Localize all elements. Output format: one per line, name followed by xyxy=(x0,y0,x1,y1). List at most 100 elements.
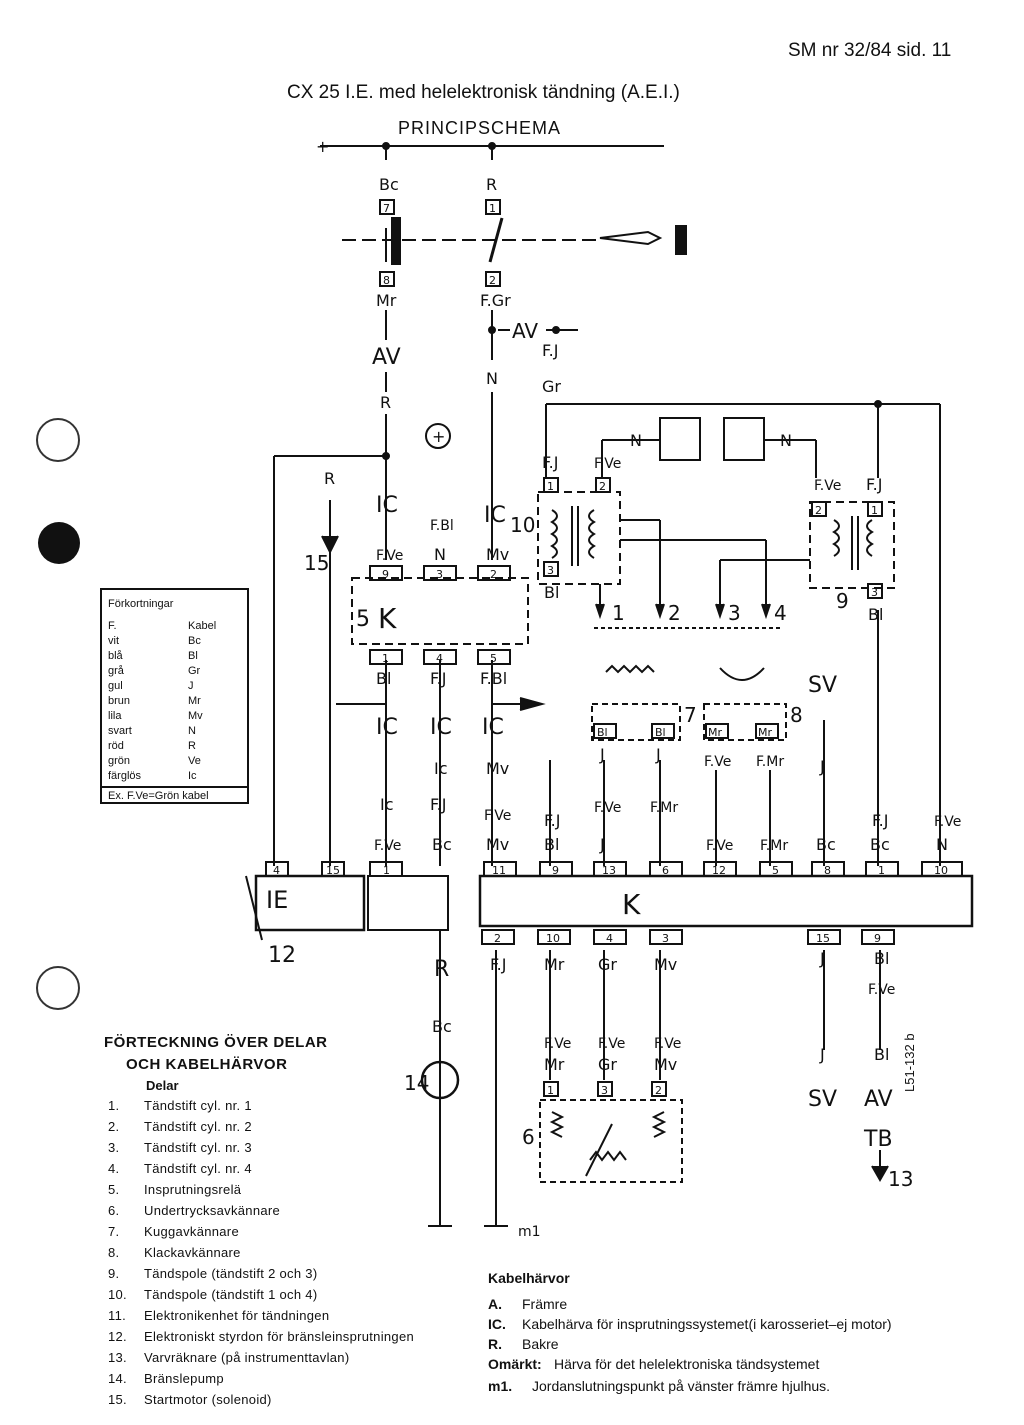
part-number: 10. xyxy=(108,1287,127,1302)
label-fj7: F.J xyxy=(872,811,888,830)
label-c13: 13 xyxy=(602,864,616,877)
label-fbl: F.Bl xyxy=(430,518,454,534)
abbr-code: J xyxy=(188,680,194,692)
abbr-code: Bl xyxy=(188,650,198,662)
label-ic4: IC xyxy=(482,715,504,740)
label-c7: 7 xyxy=(383,202,390,215)
label-av3: AV xyxy=(864,1087,893,1112)
label-c1e: 1 xyxy=(871,504,878,517)
label-bl7: Bl xyxy=(874,949,889,968)
label-c11: 11 xyxy=(492,864,506,877)
label-fj5: F.J xyxy=(866,475,882,494)
part-number: 1. xyxy=(108,1098,120,1113)
harness-text: Härva för det helelektroniska tändsystem… xyxy=(554,1356,820,1372)
label-mv1: Mv xyxy=(486,545,509,564)
label-r4: R xyxy=(434,957,449,982)
label-bc-top: Bc xyxy=(379,175,399,194)
abbr-name: färglös xyxy=(108,770,142,782)
label-bl3: Bl xyxy=(868,605,883,624)
label-fj4: F.J xyxy=(542,453,558,472)
punch-hole-bottom xyxy=(36,966,80,1010)
part-number: 14. xyxy=(108,1371,127,1386)
label-num14: 14 xyxy=(404,1071,429,1095)
label-n2: N xyxy=(434,545,446,564)
label-plug2: 2 xyxy=(668,601,681,625)
part-text: Undertrycksavkännare xyxy=(144,1203,281,1218)
harness-code: A. xyxy=(488,1296,502,1312)
part-item: 15.Startmotor (solenoid) xyxy=(108,1392,272,1407)
label-mr: Mr xyxy=(376,291,397,310)
parts-section-label: Delar xyxy=(146,1078,179,1093)
label-c3c: 3 xyxy=(871,586,878,599)
page-title: CX 25 I.E. med helelektronisk tändning (… xyxy=(287,82,680,103)
abbreviations-example: Ex. F.Ve=Grön kabel xyxy=(108,790,209,802)
label-plug3: 3 xyxy=(728,601,741,625)
label-n1: N xyxy=(486,369,498,388)
parts-title-line2: OCH KABELHÄRVOR xyxy=(126,1056,288,1073)
label-ground-m1: m1 xyxy=(518,1224,541,1240)
schematic-subtitle: PRINCIPSCHEMA xyxy=(398,118,562,138)
label-j3: J xyxy=(819,757,825,776)
label-mr5: Mr xyxy=(544,1055,565,1074)
abbr-name: grön xyxy=(108,755,131,767)
label-bl4: Bl xyxy=(597,726,608,739)
harness-text: Kabelhärva för insprutningssystemet(i ka… xyxy=(522,1316,892,1332)
label-c2e: 2 xyxy=(494,932,501,945)
doc-reference: SM nr 32/84 sid. 11 xyxy=(788,40,952,61)
label-c8b: 8 xyxy=(824,864,831,877)
label-c1: 1 xyxy=(489,202,496,215)
harness-code: IC. xyxy=(488,1316,506,1332)
label-c2: 2 xyxy=(489,274,496,287)
abbr-name: vit xyxy=(108,635,119,647)
label-c3: 3 xyxy=(436,568,443,581)
label-c3e: 3 xyxy=(601,1084,608,1097)
part-number: 6. xyxy=(108,1203,120,1218)
label-c1c: 1 xyxy=(383,864,390,877)
label-fmr1: F.Mr xyxy=(756,754,784,770)
label-fmr2: F.Mr xyxy=(650,800,678,816)
label-mr3: Mr xyxy=(758,726,772,739)
label-c2c: 2 xyxy=(599,480,606,493)
label-j2: J xyxy=(655,745,661,764)
part-number: 7. xyxy=(108,1224,120,1239)
label-c15b: 15 xyxy=(816,932,830,945)
abbr-name: svart xyxy=(108,725,132,737)
label-mv2: Mv xyxy=(486,759,509,778)
label-c1d: 1 xyxy=(547,480,554,493)
abbreviations-divider xyxy=(102,786,247,788)
part-number: 8. xyxy=(108,1245,120,1260)
wires xyxy=(245,142,974,1227)
label-c10b: 10 xyxy=(546,932,560,945)
part-text: Insprutningsrelä xyxy=(144,1182,242,1197)
label-fve10: F.Ve xyxy=(868,982,895,998)
label-j6: J xyxy=(819,1045,825,1064)
parts-title-line1: FÖRTECKNING ÖVER DELAR xyxy=(104,1034,328,1051)
part-number: 5. xyxy=(108,1182,120,1197)
label-fj2: F.J xyxy=(430,669,446,688)
abbr-name: brun xyxy=(108,695,131,707)
label-av-right: AV xyxy=(512,319,538,343)
label-fve1: F.Ve xyxy=(376,548,403,564)
abbr-name: gul xyxy=(108,680,123,692)
label-mr2: Mr xyxy=(708,726,722,739)
part-number: 4. xyxy=(108,1161,120,1176)
label-fve3: F.Ve xyxy=(374,838,401,854)
label-ic10: IC xyxy=(484,503,506,528)
label-gr2: Gr xyxy=(598,955,617,974)
label-c1f: 1 xyxy=(878,864,885,877)
label-fve12: F.Ve xyxy=(598,1036,625,1052)
label-c1b: 1 xyxy=(382,652,389,665)
part-text: Tändspole (tändstift 1 och 4) xyxy=(144,1287,318,1302)
label-sv1: SV xyxy=(808,673,837,698)
part-item: 1.Tändstift cyl. nr. 1 xyxy=(108,1098,252,1113)
label-bl1: Bl xyxy=(376,669,391,688)
part-item: 12.Elektroniskt styrdon för bränsleinspr… xyxy=(108,1329,414,1344)
label-c3d: 3 xyxy=(662,932,669,945)
abbreviations-box: Förkortningar F. Kabel vit Bc blå Bl grå… xyxy=(100,588,249,804)
label-fve2: F.Ve xyxy=(484,808,511,824)
label-fve11: F.Ve xyxy=(544,1036,571,1052)
abbr-code: N xyxy=(188,725,196,737)
part-number: 9. xyxy=(108,1266,120,1281)
label-ic5: Ic xyxy=(434,759,448,778)
